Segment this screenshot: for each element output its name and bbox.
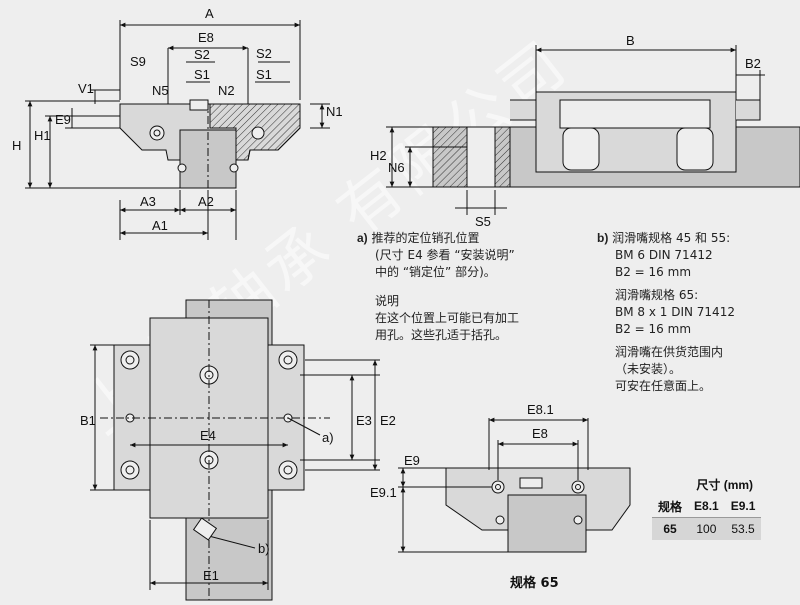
cross-section-view <box>25 20 330 240</box>
note-a-tag: a) <box>357 231 368 245</box>
table-cell-e81: 100 <box>696 522 717 536</box>
size-caption: 规格 65 <box>510 576 559 591</box>
size-65-section <box>398 417 631 553</box>
note-a-line1: 推荐的定位销孔位置 <box>371 231 480 245</box>
dim-E2: E2 <box>380 413 396 428</box>
note-b: b) 润滑嘴规格 45 和 55: BM 6 DIN 71412 B2 = 16… <box>597 230 797 395</box>
dim-N5: N5 <box>152 83 169 98</box>
dim-B1: B1 <box>80 413 96 428</box>
dim-E3: E3 <box>356 413 372 428</box>
dim-E1: E1 <box>203 568 219 583</box>
dim-A2: A2 <box>198 194 214 209</box>
callout-a: a) <box>322 430 334 445</box>
dim-H1: H1 <box>34 128 51 143</box>
table-empty-cell <box>652 473 688 495</box>
note-a-line5: 用孔。这些孔适于括孔。 <box>375 328 508 342</box>
table-row: 65 100 53.5 <box>652 517 762 540</box>
dim-B2: B2 <box>745 56 761 71</box>
table-e91-header: E9.1 <box>730 499 756 513</box>
dim-E9-1: E9.1 <box>370 485 397 500</box>
dim-A1: A1 <box>152 218 168 233</box>
dim-H2: H2 <box>370 148 387 163</box>
dim-S9: S9 <box>130 54 146 69</box>
note-a-line2: (尺寸 E4 参看 “安装说明” <box>375 248 515 262</box>
table-cell-e91: 53.5 <box>731 522 755 536</box>
note-b-l8: （未安装）。 <box>615 362 682 376</box>
dim-E8-1: E8.1 <box>527 402 554 417</box>
dim-V1: V1 <box>78 81 94 96</box>
side-view <box>386 45 800 215</box>
dim-E9-size65: E9 <box>404 453 420 468</box>
top-view <box>90 299 380 601</box>
note-a-line4: 在这个位置上可能已有加工 <box>375 311 520 325</box>
note-b-tag: b) <box>597 231 609 245</box>
note-b-l7: 润滑嘴在供货范围内 <box>615 345 724 359</box>
table-size-header: 规格 <box>658 499 683 514</box>
callout-b: b) <box>258 541 270 556</box>
dim-E8: E8 <box>198 30 214 45</box>
dim-S1-right: S1 <box>256 67 272 82</box>
note-b-l4: 润滑嘴规格 65: <box>615 288 699 302</box>
note-a-line3: 中的 “销定位” 部分)。 <box>375 265 496 279</box>
note-a: a) 推荐的定位销孔位置 (尺寸 E4 参看 “安装说明” 中的 “销定位” 部… <box>357 230 587 344</box>
dim-B: B <box>626 33 635 48</box>
note-b-l5: BM 8 x 1 DIN 71412 <box>615 305 735 319</box>
dim-N1: N1 <box>326 104 343 119</box>
dimension-table: 尺寸 (mm) 规格 E8.1 E9.1 65 100 53.5 <box>652 473 762 540</box>
note-a-head: 说明 <box>375 294 400 308</box>
dim-S5: S5 <box>475 214 491 229</box>
table-e81-header: E8.1 <box>694 499 719 513</box>
dim-S2: S2 <box>194 47 210 62</box>
note-b-l9: 可安在任意面上。 <box>615 379 712 393</box>
note-b-l6: B2 = 16 mm <box>615 322 692 336</box>
dim-N2: N2 <box>218 83 235 98</box>
dim-E8-size65: E8 <box>532 426 548 441</box>
note-b-l3: B2 = 16 mm <box>615 265 692 279</box>
dim-N6: N6 <box>388 160 405 175</box>
dim-A3: A3 <box>140 194 156 209</box>
dim-A: A <box>205 6 214 21</box>
table-cell-size: 65 <box>663 522 677 536</box>
dim-E4: E4 <box>200 428 216 443</box>
note-b-l1: 润滑嘴规格 45 和 55: <box>612 231 731 245</box>
dim-S1: S1 <box>194 67 210 82</box>
dim-S2-right: S2 <box>256 46 272 61</box>
dim-H: H <box>12 138 21 153</box>
note-b-l2: BM 6 DIN 71412 <box>615 248 713 262</box>
dim-E9: E9 <box>55 112 71 127</box>
table-unit-header: 尺寸 (mm) <box>696 477 754 492</box>
